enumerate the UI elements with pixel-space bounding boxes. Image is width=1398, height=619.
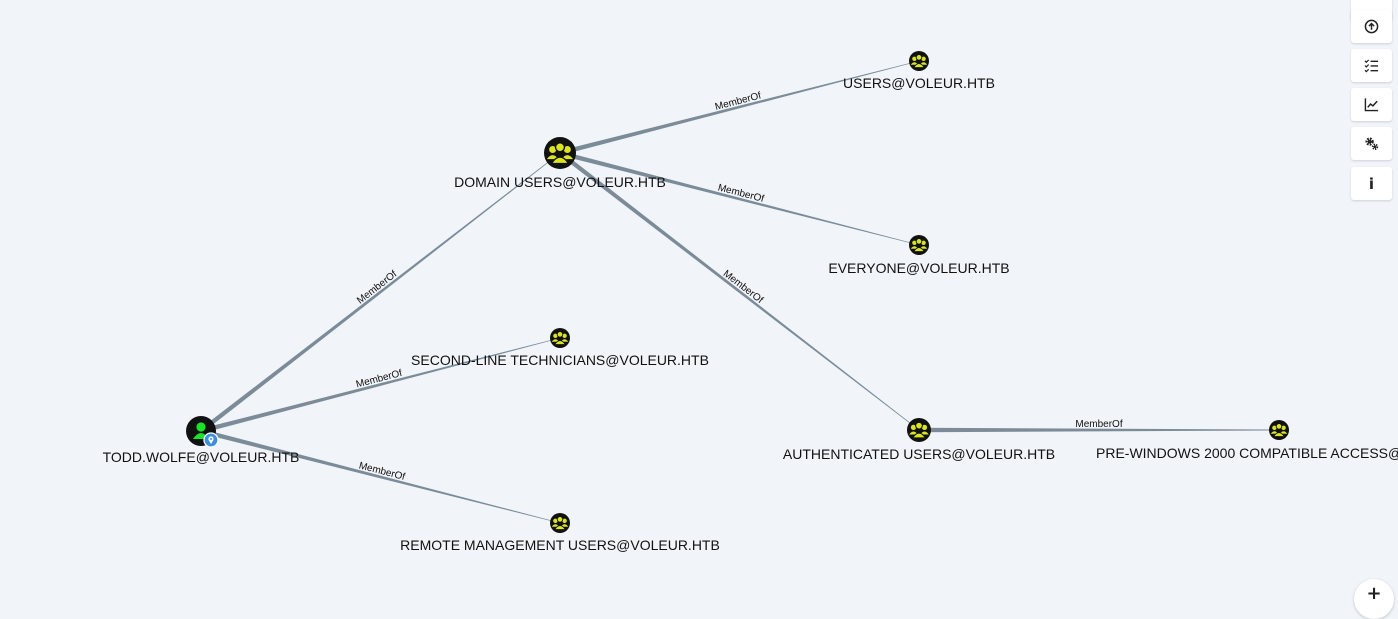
edge-domain_users-auth_users[interactable] <box>558 151 920 431</box>
edge-label[interactable]: MemberOf <box>721 268 765 306</box>
line-chart-icon <box>1364 98 1379 112</box>
node-label[interactable]: SECOND-LINE TECHNICIANS@VOLEUR.HTB <box>411 352 709 368</box>
settings-button[interactable] <box>1351 127 1392 160</box>
nodes-layer: TODD.WOLFE@VOLEUR.HTB DOMAIN USERS@VOLEUR… <box>103 51 1398 553</box>
node-label[interactable]: REMOTE MANAGEMENT USERS@VOLEUR.HTB <box>400 537 720 553</box>
node-domain-users[interactable]: DOMAIN USERS@VOLEUR.HTB <box>454 137 666 190</box>
edge-todd-remote_mgmt[interactable] <box>200 428 561 524</box>
node-remote-mgmt[interactable]: REMOTE MANAGEMENT USERS@VOLEUR.HTB <box>400 513 720 553</box>
node-everyone[interactable]: EVERYONE@VOLEUR.HTB <box>828 235 1010 276</box>
edge-todd-second_line[interactable] <box>200 337 561 434</box>
edge-domain_users-users[interactable] <box>559 60 920 156</box>
edge-auth_users-pre_win2000[interactable] <box>919 427 1279 433</box>
node-users[interactable]: USERS@VOLEUR.HTB <box>843 51 995 91</box>
edge-label[interactable]: MemberOf <box>355 269 399 307</box>
gears-icon <box>1365 137 1379 150</box>
edge-label[interactable]: MemberOf <box>717 182 766 204</box>
edge-label[interactable]: MemberOf <box>714 90 763 112</box>
edge-labels-layer: MemberOfMemberOfMemberOfMemberOfMemberOf… <box>355 90 1123 482</box>
node-label[interactable]: DOMAIN USERS@VOLEUR.HTB <box>454 174 666 190</box>
node-label[interactable]: AUTHENTICATED USERS@VOLEUR.HTB <box>783 446 1055 462</box>
node-todd[interactable]: TODD.WOLFE@VOLEUR.HTB <box>103 416 300 465</box>
edge-domain_users-everyone[interactable] <box>559 150 920 246</box>
info-button[interactable]: i <box>1351 167 1392 200</box>
graph-stats-button[interactable] <box>1351 88 1392 121</box>
node-label[interactable]: USERS@VOLEUR.HTB <box>843 75 995 91</box>
node-label[interactable]: EVERYONE@VOLEUR.HTB <box>828 260 1009 276</box>
zoom-in-button[interactable]: + <box>1354 579 1394 619</box>
edge-label[interactable]: MemberOf <box>358 460 407 482</box>
export-icon <box>1364 19 1379 34</box>
owned-badge-icon <box>203 432 219 448</box>
info-icon: i <box>1368 174 1375 193</box>
export-button[interactable] <box>1351 10 1392 43</box>
edges-layer <box>199 60 1279 524</box>
layout-list-icon <box>1364 59 1379 73</box>
node-second-line[interactable]: SECOND-LINE TECHNICIANS@VOLEUR.HTB <box>411 328 709 368</box>
plus-icon: + <box>1366 583 1382 604</box>
node-label[interactable]: PRE-WINDOWS 2000 COMPATIBLE ACCESS@VO <box>1096 445 1398 461</box>
node-pre-win2000[interactable]: PRE-WINDOWS 2000 COMPATIBLE ACCESS@VO <box>1096 420 1398 461</box>
edge-todd-domain_users[interactable] <box>199 152 561 433</box>
node-label[interactable]: TODD.WOLFE@VOLEUR.HTB <box>103 449 300 465</box>
node-auth-users[interactable]: AUTHENTICATED USERS@VOLEUR.HTB <box>783 418 1055 462</box>
layout-button[interactable] <box>1351 49 1392 82</box>
edge-label[interactable]: MemberOf <box>1075 419 1122 430</box>
edge-label[interactable]: MemberOf <box>355 368 404 391</box>
